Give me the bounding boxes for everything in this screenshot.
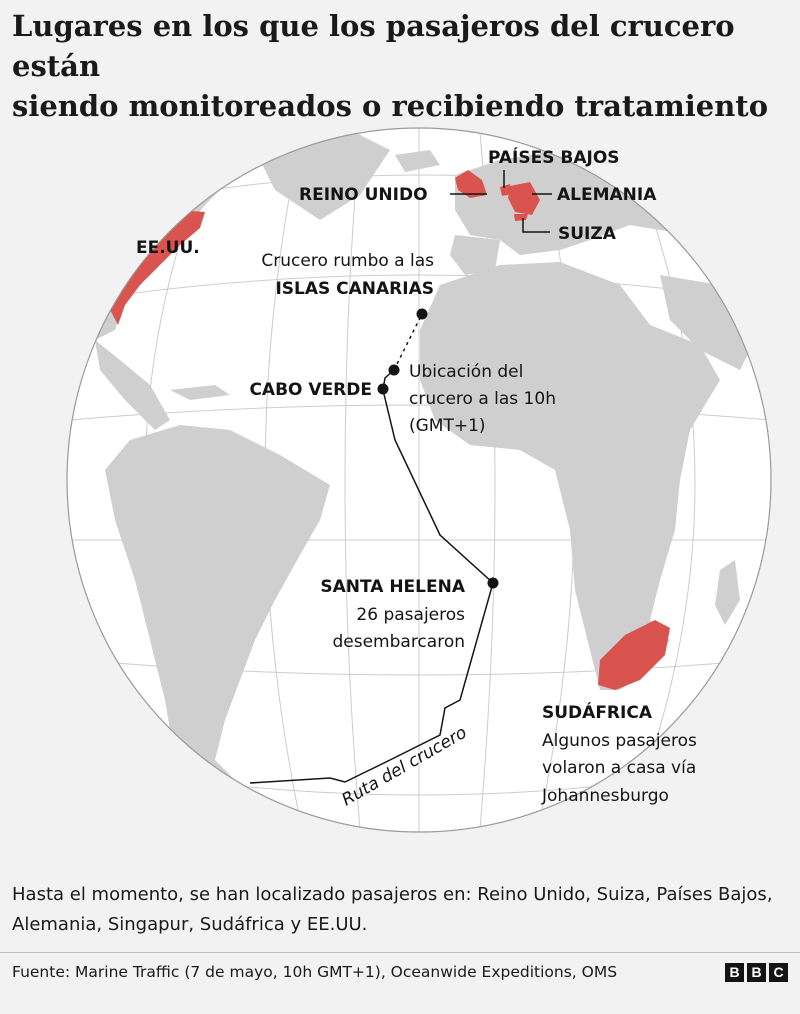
- label-reino-unido: REINO UNIDO: [299, 185, 428, 205]
- label-eeuu: EE.UU.: [136, 238, 200, 258]
- bbc-logo: B B C: [725, 963, 788, 982]
- globe-map: PAÍSES BAJOS REINO UNIDO ALEMANIA SUIZA …: [66, 127, 772, 833]
- south-america: [105, 425, 330, 790]
- leader-lines: [450, 170, 552, 233]
- title-line-1: Lugares en los que los pasajeros del cru…: [12, 9, 735, 83]
- route-points: [377, 308, 499, 589]
- label-paises-bajos: PAÍSES BAJOS: [488, 146, 620, 168]
- central-america: [95, 340, 170, 430]
- point-current-location: [388, 364, 400, 376]
- label-cabo-verde: CABO VERDE: [249, 380, 372, 400]
- point-santa-helena: [487, 577, 499, 589]
- title-line-2: siendo monitoreados o recibiendo tratami…: [12, 89, 769, 123]
- label-canarias-line1: Crucero rumbo a las: [261, 251, 434, 271]
- arabia: [660, 275, 760, 370]
- label-ubicacion-line2: crucero a las 10h: [409, 389, 556, 409]
- label-sudafrica-line3: Johannesburgo: [541, 786, 669, 806]
- label-santa-helena: SANTA HELENA: [320, 577, 465, 597]
- label-sudafrica-line2: volaron a casa vía: [542, 758, 696, 778]
- point-canarias: [416, 308, 428, 320]
- germany-shape: [508, 182, 540, 215]
- switzerland-shape: [514, 214, 528, 221]
- label-sudafrica: SUDÁFRICA: [542, 701, 653, 723]
- bbc-logo-letter: B: [747, 963, 766, 982]
- point-cabo-verde: [377, 383, 389, 395]
- label-alemania: ALEMANIA: [557, 185, 657, 205]
- africa: [420, 262, 720, 690]
- label-ubicacion-line3: (GMT+1): [409, 416, 486, 436]
- label-canarias-line2: ISLAS CANARIAS: [275, 279, 434, 299]
- label-santa-helena-line1: 26 pasajeros: [356, 605, 465, 625]
- label-santa-helena-line2: desembarcaron: [332, 632, 465, 652]
- globe-outline: [66, 127, 772, 833]
- label-sudafrica-line1: Algunos pasajeros: [542, 731, 697, 751]
- footer-divider: [0, 952, 800, 953]
- bbc-logo-letter: C: [769, 963, 788, 982]
- footer-note: Hasta el momento, se han localizado pasa…: [12, 884, 773, 935]
- label-suiza: SUIZA: [558, 224, 617, 244]
- source-text: Fuente: Marine Traffic (7 de mayo, 10h G…: [12, 963, 618, 981]
- south-africa-shape: [598, 620, 670, 690]
- label-ubicacion-line1: Ubicación del: [409, 362, 523, 382]
- uk-shape: [455, 170, 487, 198]
- bbc-logo-letter: B: [725, 963, 744, 982]
- map-title: Lugares en los que los pasajeros del cru…: [12, 6, 792, 126]
